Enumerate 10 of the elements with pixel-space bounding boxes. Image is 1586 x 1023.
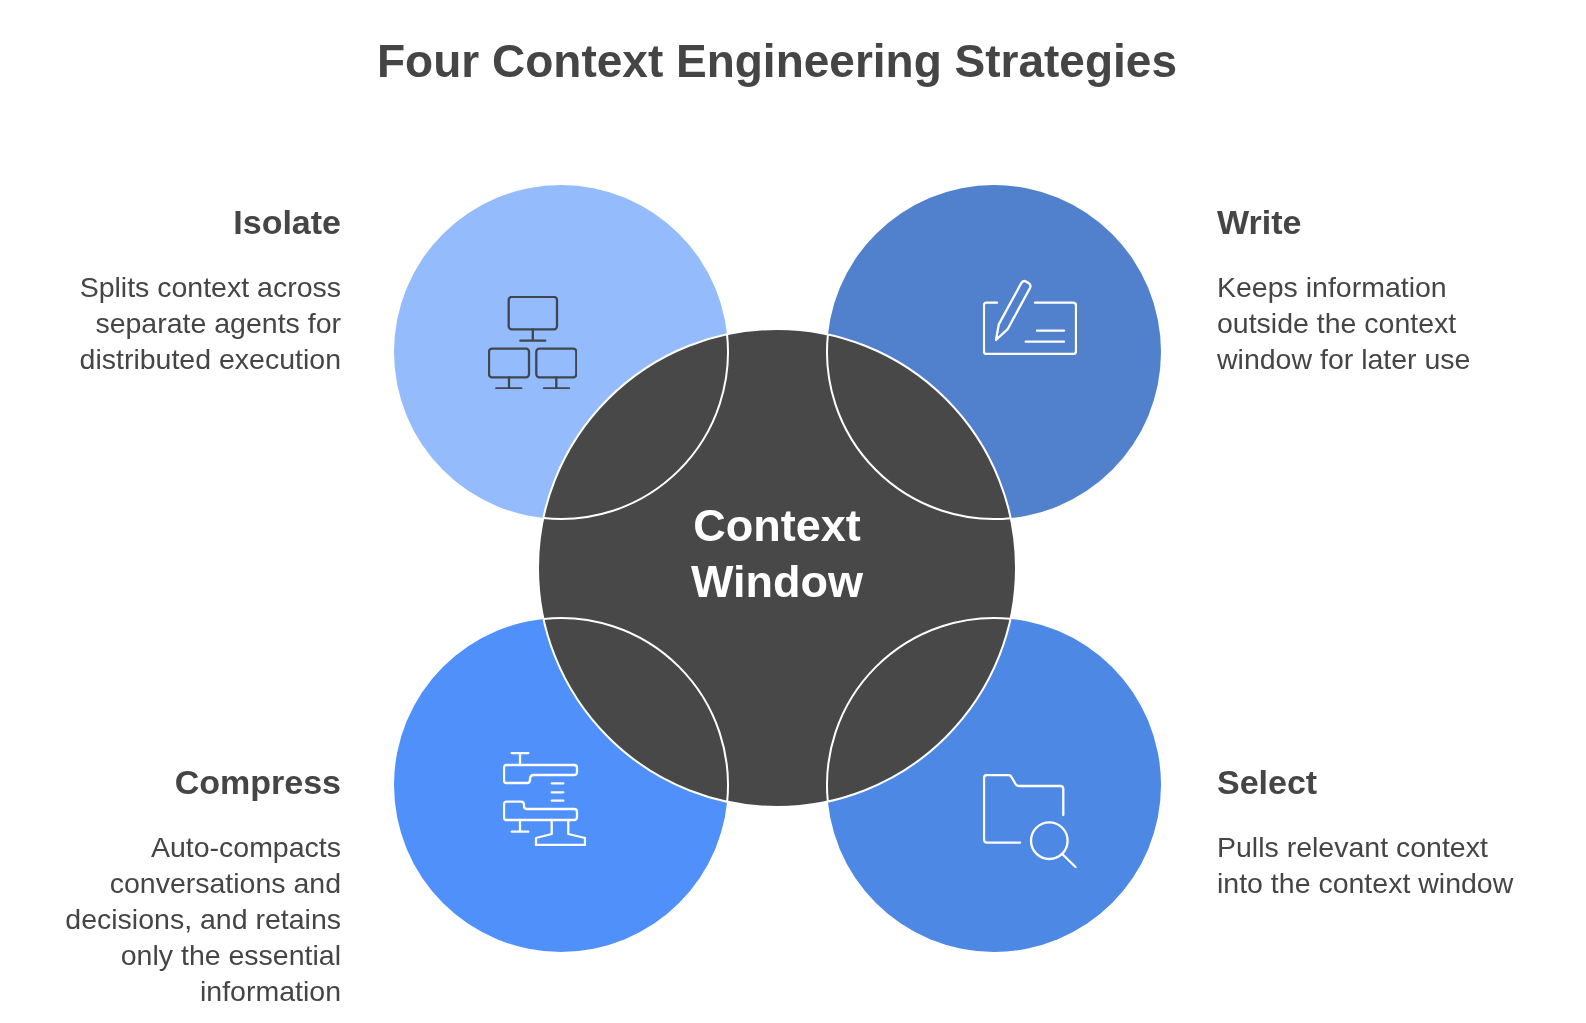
strategy-description: Pulls relevant context into the context window <box>1217 830 1515 901</box>
circle-label: Context Window <box>689 499 864 609</box>
diagram-title: Four Context Engineering Strategies <box>377 34 1177 88</box>
strategy-heading: Isolate <box>233 202 341 242</box>
strategy-description: Keeps information outside the context window for later use <box>1217 270 1472 377</box>
strategy-description: Splits context across separate agents for distributed execution <box>78 270 341 377</box>
strategy-heading: Select <box>1217 762 1318 802</box>
strategy-heading: Write <box>1217 202 1302 242</box>
strategy-description: Auto-compacts conversations and decisions, and retains only the essential information <box>64 830 341 1009</box>
strategy-heading: Compress <box>174 762 341 802</box>
